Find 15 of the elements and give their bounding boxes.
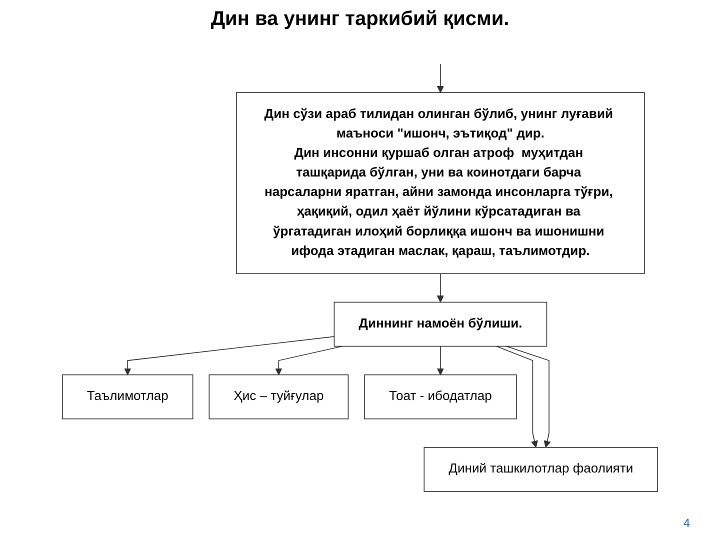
node-box: Дин сўзи араб тилидан олинган бўлиб, унинг луғавий маъноси "ишонч, эътиқод" дир. Дин инсонни қуршаб олган атроф муҳитдан ташқарида бўлган, уни ва коинотдаги барча нарсаларни яратган, айни замонда инсонларга тўғри, ҳақиқий, одил ҳаёт йўлини кўрсатадиган ва ўргатадиган илоҳий борлиққа ишонч ва ишонишни ифода этадиган маслак, қараш, таълимотдир.: [236, 92, 645, 274]
arrow: [275, 346, 343, 376]
node-box: Диний ташкилотлар фаолияти: [424, 447, 658, 492]
arrow: [496, 346, 538, 448]
node-box: Тоат - ибодатлар: [364, 374, 517, 420]
arrow: [436, 273, 444, 303]
node-box: Ҳис – туйғулар: [208, 374, 349, 420]
arrow: [436, 64, 444, 93]
diagram-title: Дин ва унинг таркибий қисми.: [210, 8, 510, 31]
node-box: Таълимотлар: [62, 374, 194, 420]
node-box: Диннинг намоён бўлиши.: [334, 302, 548, 347]
arrow: [124, 336, 335, 376]
page-number: 4: [683, 516, 690, 530]
arrow: [506, 346, 551, 448]
arrow: [436, 346, 444, 376]
